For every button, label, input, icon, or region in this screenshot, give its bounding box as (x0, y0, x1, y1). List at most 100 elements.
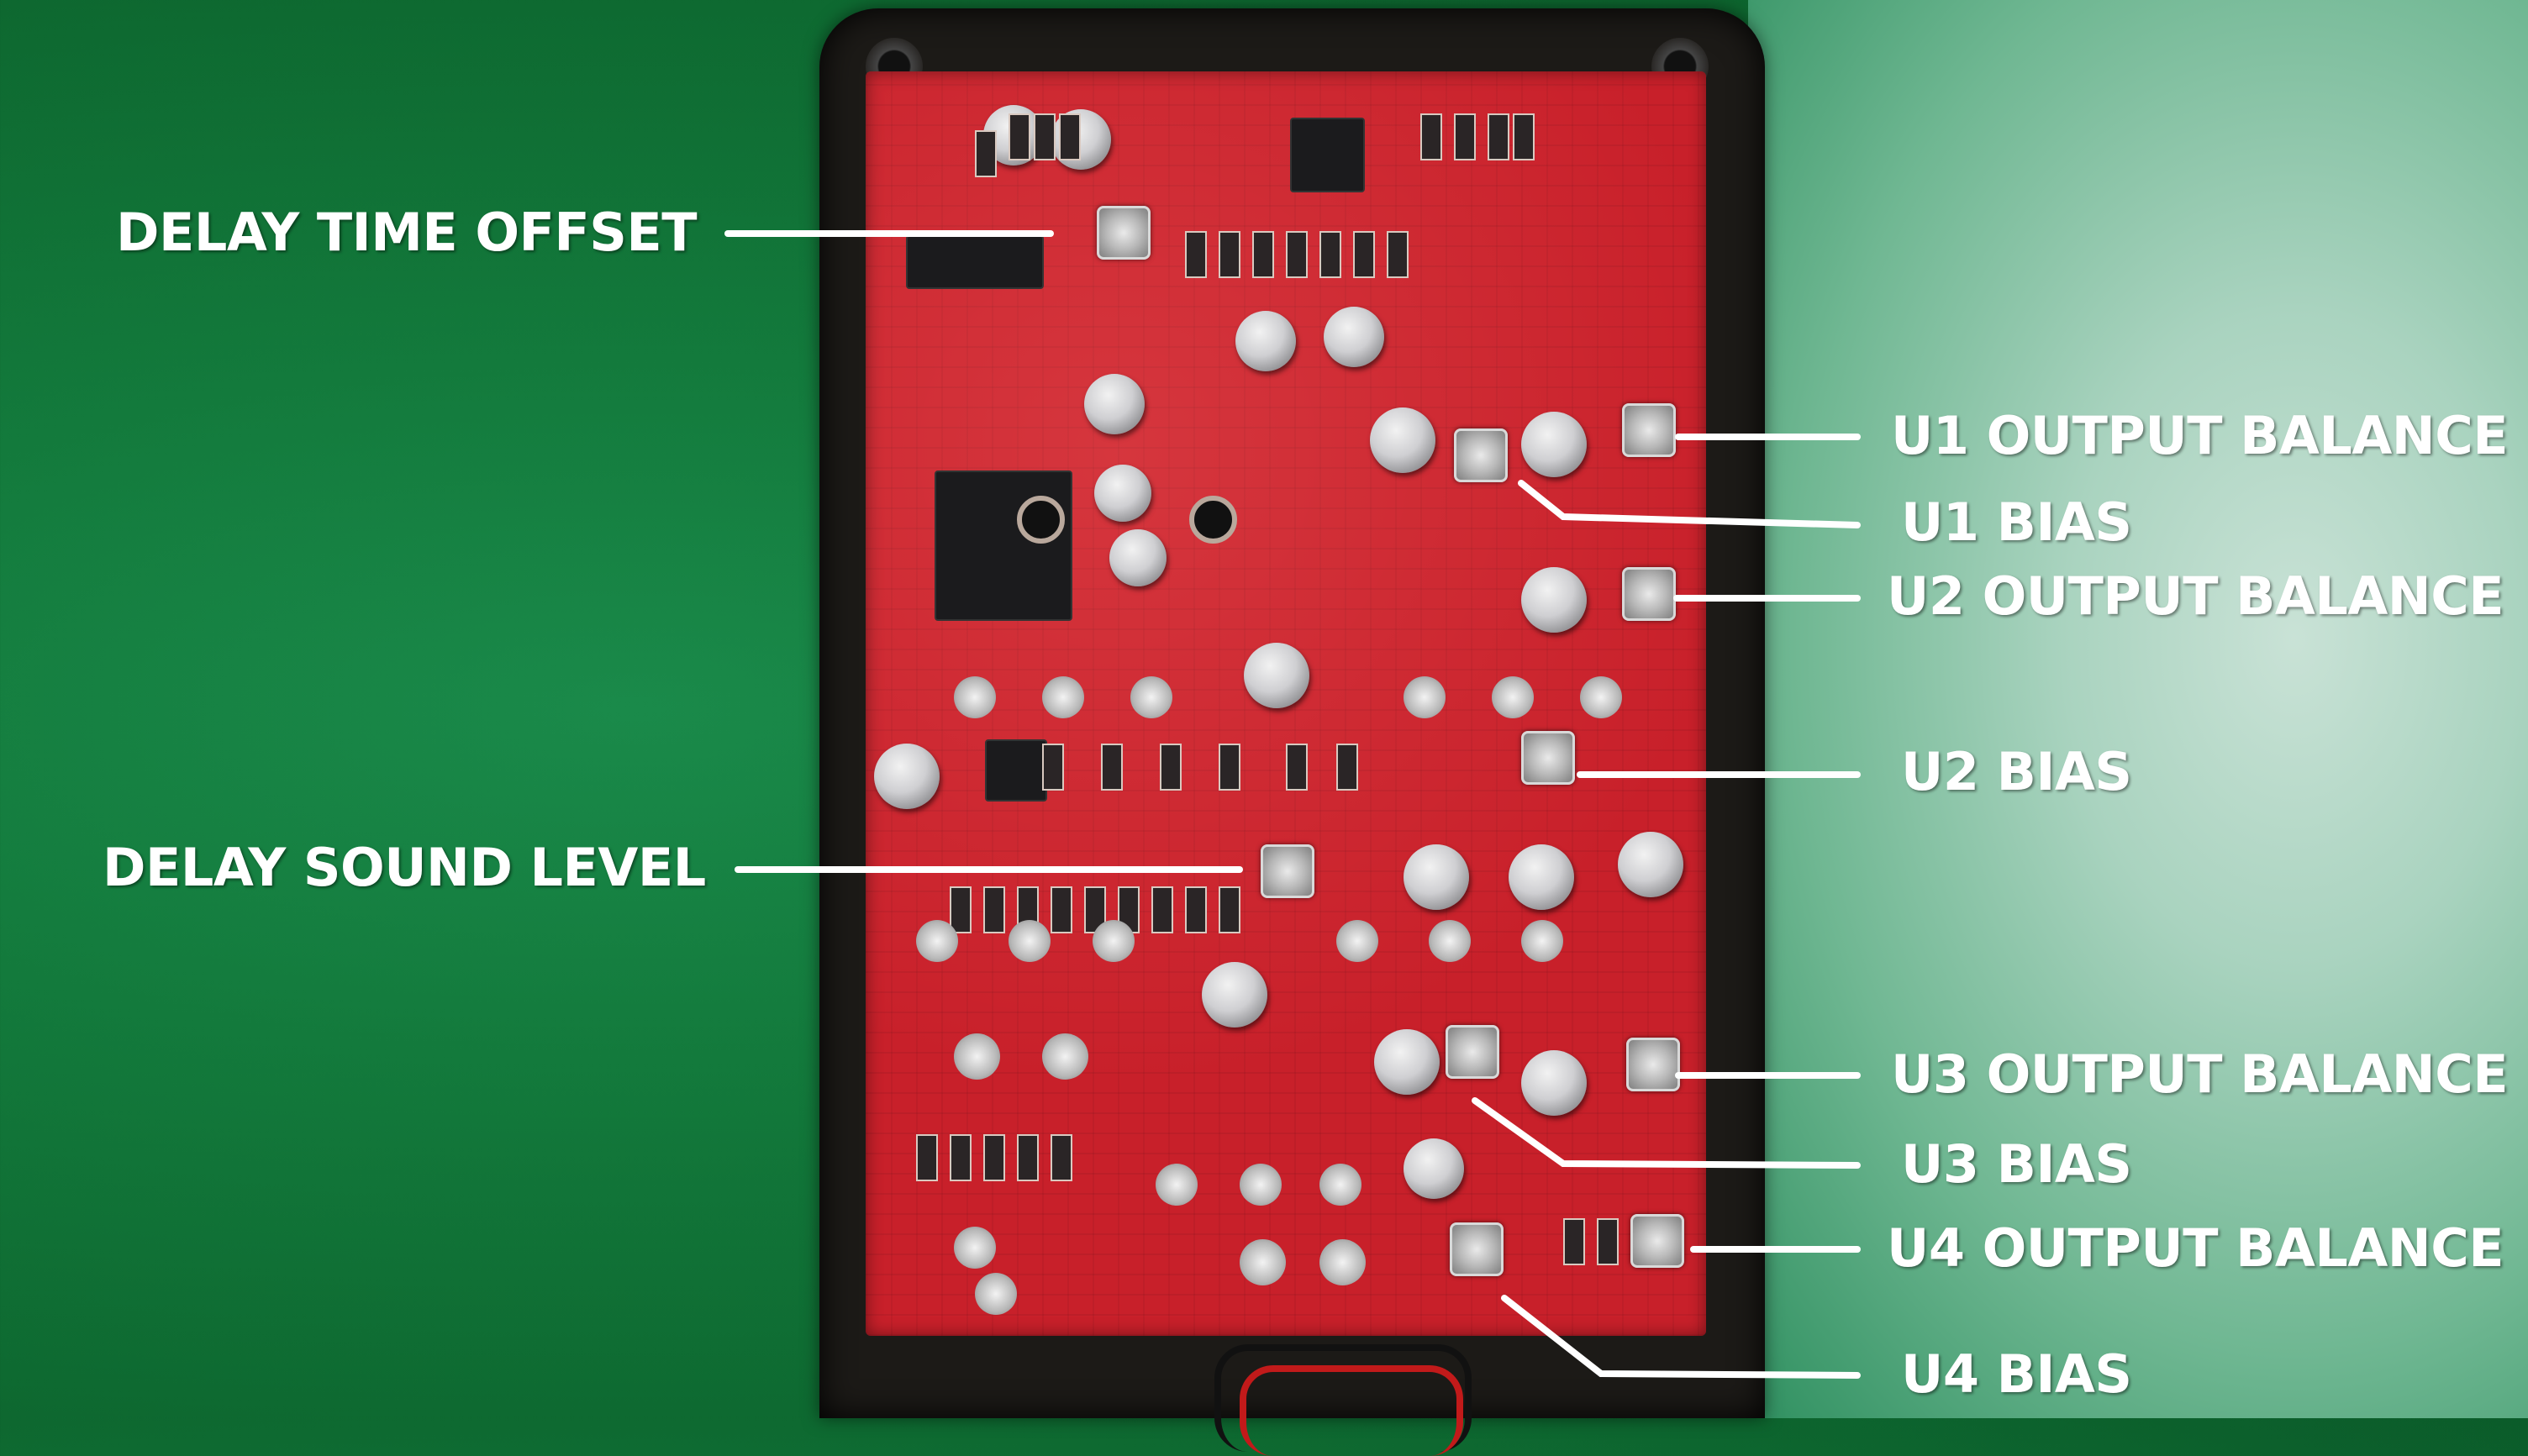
resistor (1160, 744, 1182, 791)
capacitor (1404, 1138, 1464, 1199)
trimpot-delay-time-offset[interactable] (1097, 206, 1151, 260)
trimpot-u3-output-balance[interactable] (1626, 1038, 1680, 1091)
capacitor (1618, 832, 1683, 897)
trimpot-u2-output-balance[interactable] (1622, 567, 1676, 621)
resistor (1420, 113, 1442, 160)
label-u3-bias: U3 BIAS (1901, 1133, 2132, 1195)
capacitor (1404, 844, 1469, 910)
solder-pad (1130, 676, 1172, 718)
resistor (1513, 113, 1535, 160)
trimpot-u1-bias[interactable] (1454, 428, 1508, 482)
resistor (1051, 1134, 1072, 1181)
resistor (1319, 231, 1341, 278)
resistor (1185, 231, 1207, 278)
capacitor (1374, 1029, 1440, 1095)
capacitor (1202, 962, 1267, 1028)
solder-pad (1240, 1164, 1282, 1206)
label-delay-sound-level: DELAY SOUND LEVEL (103, 837, 706, 898)
resistor (1219, 231, 1240, 278)
label-u4-bias: U4 BIAS (1901, 1343, 2132, 1405)
solder-pad (954, 1227, 996, 1269)
resistor (1286, 744, 1308, 791)
mounting-hole (1017, 496, 1065, 544)
leader-lines (0, 0, 2528, 1418)
capacitor (1244, 643, 1309, 708)
label-u1-bias: U1 BIAS (1901, 491, 2132, 553)
resistor (1059, 113, 1081, 160)
resistor (983, 1134, 1005, 1181)
mounting-hole (1189, 496, 1237, 544)
resistor (1151, 886, 1173, 933)
solder-pad (1404, 676, 1446, 718)
capacitor (1521, 567, 1587, 633)
capacitor (1521, 1050, 1587, 1116)
ic-chip (985, 739, 1047, 802)
capacitor (1109, 529, 1167, 586)
capacitor (874, 744, 940, 809)
solder-pad (1093, 920, 1135, 962)
resistor (1042, 744, 1064, 791)
solder-pad (954, 676, 996, 718)
resistor (1009, 113, 1030, 160)
solder-pad (1042, 676, 1084, 718)
trimpot-u1-output-balance[interactable] (1622, 403, 1676, 457)
solder-pad (1580, 676, 1622, 718)
solder-pad (1319, 1239, 1366, 1285)
solder-pad (954, 1033, 1000, 1080)
solder-pad (1042, 1033, 1088, 1080)
resistor (1252, 231, 1274, 278)
capacitor (1324, 307, 1384, 367)
solder-pad (975, 1273, 1017, 1315)
resistor (1101, 744, 1123, 791)
solder-pad (1240, 1239, 1286, 1285)
resistor (1336, 744, 1358, 791)
capacitor (1521, 412, 1587, 477)
trimpot-u4-bias[interactable] (1450, 1222, 1504, 1276)
resistor (1034, 113, 1056, 160)
leader-u4-bias (1501, 1295, 1861, 1379)
capacitor (1235, 311, 1296, 371)
leader-u3-bias (1472, 1097, 1861, 1169)
resistor (983, 886, 1005, 933)
solder-pad (1521, 920, 1563, 962)
label-u2-output-balance: U2 OUTPUT BALANCE (1887, 565, 2504, 627)
capacitor (1370, 407, 1435, 473)
label-delay-time-offset: DELAY TIME OFFSET (116, 202, 698, 263)
ic-chip (1290, 118, 1365, 192)
leader-u1-bias (1518, 480, 1861, 528)
battery-wire-black (1214, 1344, 1472, 1452)
resistor (1286, 231, 1308, 278)
solder-pad (1429, 920, 1471, 962)
background-right (1748, 0, 2528, 1418)
resistor (1185, 886, 1207, 933)
trimpot-u4-output-balance[interactable] (1630, 1214, 1684, 1268)
resistor (975, 130, 997, 177)
capacitor (1084, 374, 1145, 434)
solder-pad (916, 920, 958, 962)
resistor (1017, 1134, 1039, 1181)
trimpot-u2-bias[interactable] (1521, 731, 1575, 785)
resistor (1219, 744, 1240, 791)
circuit-board (866, 71, 1706, 1336)
trimpot-u3-bias[interactable] (1446, 1025, 1499, 1079)
trimpot-delay-sound-level[interactable] (1261, 844, 1314, 898)
resistor (1219, 886, 1240, 933)
resistor (1051, 886, 1072, 933)
resistor (1387, 231, 1409, 278)
resistor (1353, 231, 1375, 278)
resistor (950, 1134, 972, 1181)
label-u2-bias: U2 BIAS (1901, 741, 2132, 802)
battery-wire-red (1240, 1365, 1463, 1456)
solder-pad (1009, 920, 1051, 962)
resistor (1454, 113, 1476, 160)
solder-pad (1336, 920, 1378, 962)
capacitor (1509, 844, 1574, 910)
resistor (1563, 1218, 1585, 1265)
resistor (916, 1134, 938, 1181)
resistor (1597, 1218, 1619, 1265)
capacitor (1094, 465, 1151, 522)
solder-pad (1319, 1164, 1361, 1206)
solder-pad (1492, 676, 1534, 718)
label-u4-output-balance: U4 OUTPUT BALANCE (1887, 1217, 2504, 1279)
resistor (950, 886, 972, 933)
